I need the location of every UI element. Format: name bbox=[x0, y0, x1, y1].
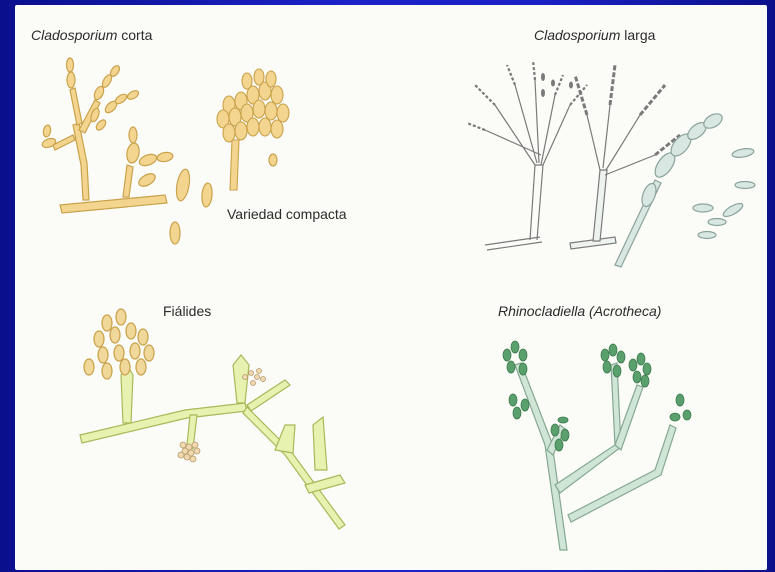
cladosporium-corta-drawing bbox=[41, 58, 277, 244]
fungi-drawings bbox=[15, 5, 767, 570]
variedad-compacta-drawing bbox=[217, 69, 289, 190]
cladosporium-larga-drawing bbox=[467, 60, 755, 267]
rhinocladiella-drawing bbox=[503, 341, 691, 550]
fialides-drawing bbox=[80, 309, 345, 529]
illustration-panel: Cladosporium corta Variedad compacta Cla… bbox=[15, 5, 767, 570]
